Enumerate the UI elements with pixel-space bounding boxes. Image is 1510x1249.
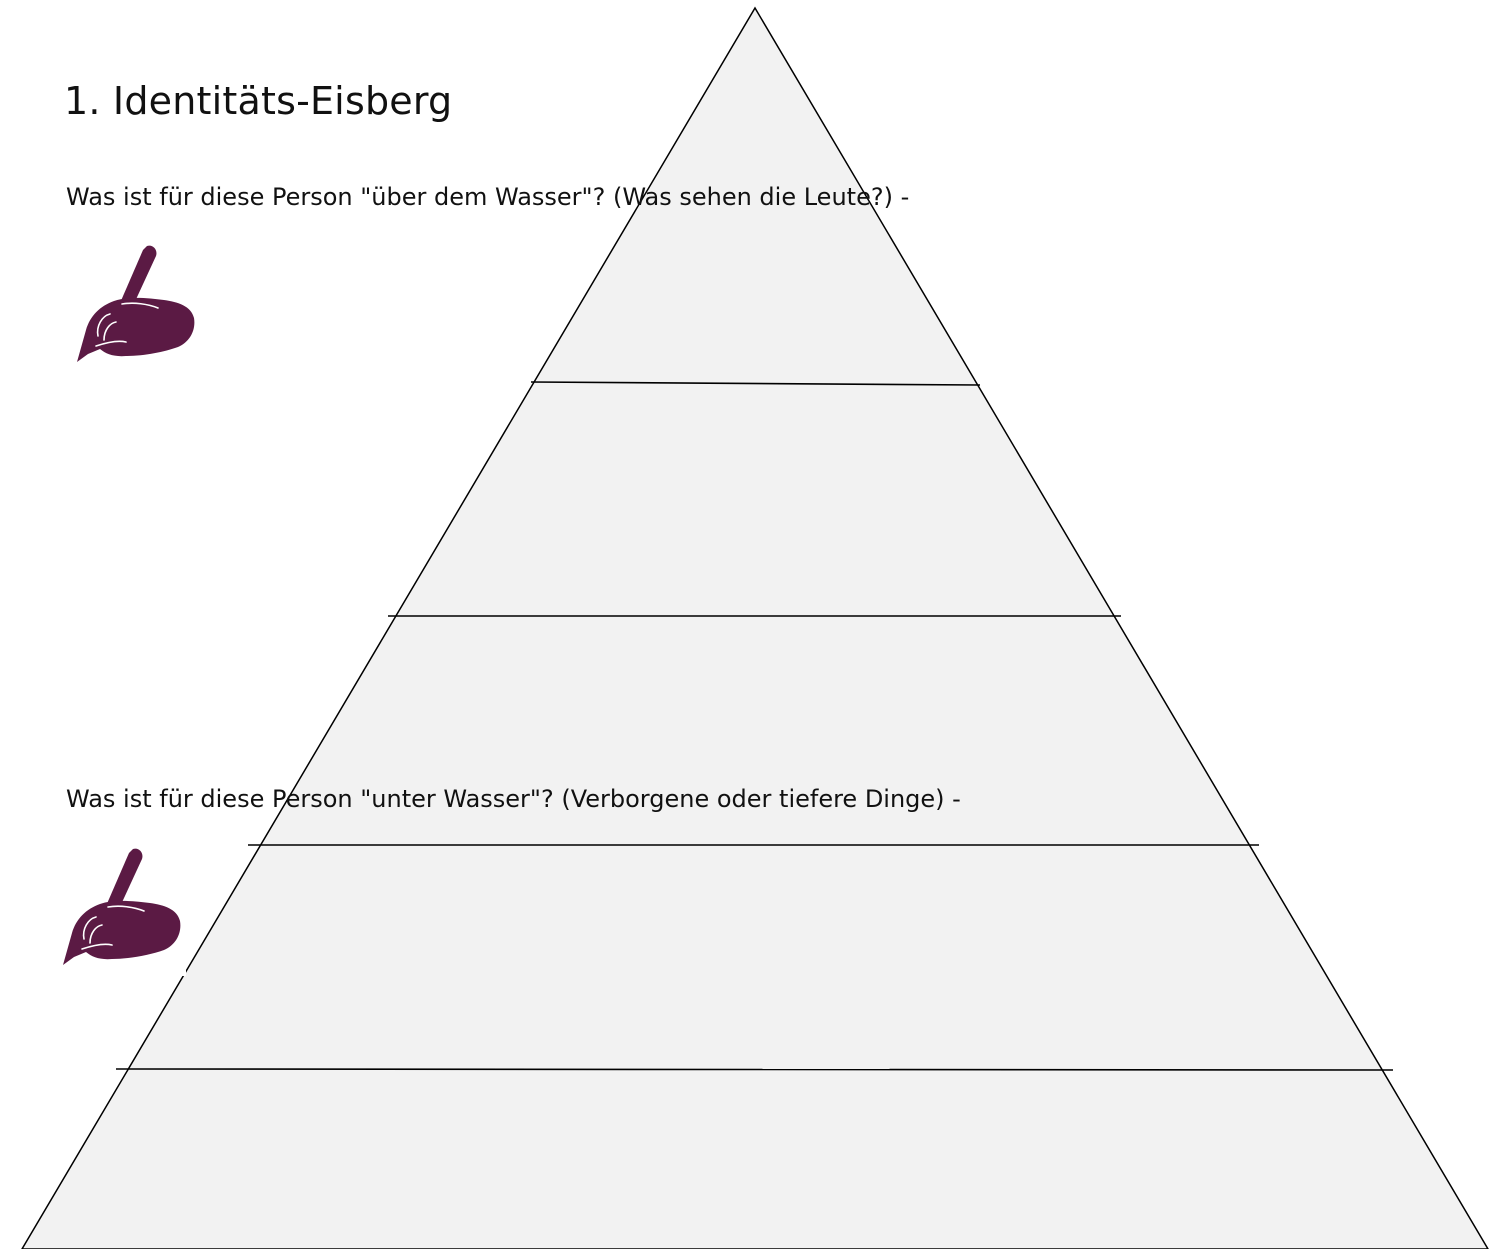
worksheet-title: 1. Identitäts-Eisberg [64, 79, 453, 123]
writing-hand-icon [63, 848, 181, 965]
outline-gap [170, 962, 186, 976]
pyramid-section-divider-4 [115, 1068, 1394, 1071]
writing-hand-icon [77, 245, 195, 362]
pyramid-body [21, 6, 1489, 1249]
pyramid-section-divider-1 [530, 381, 981, 386]
question-below-water: Was ist für diese Person "unter Wasser"?… [66, 785, 961, 813]
question-above-water: Was ist für diese Person "über dem Wasse… [66, 183, 910, 211]
